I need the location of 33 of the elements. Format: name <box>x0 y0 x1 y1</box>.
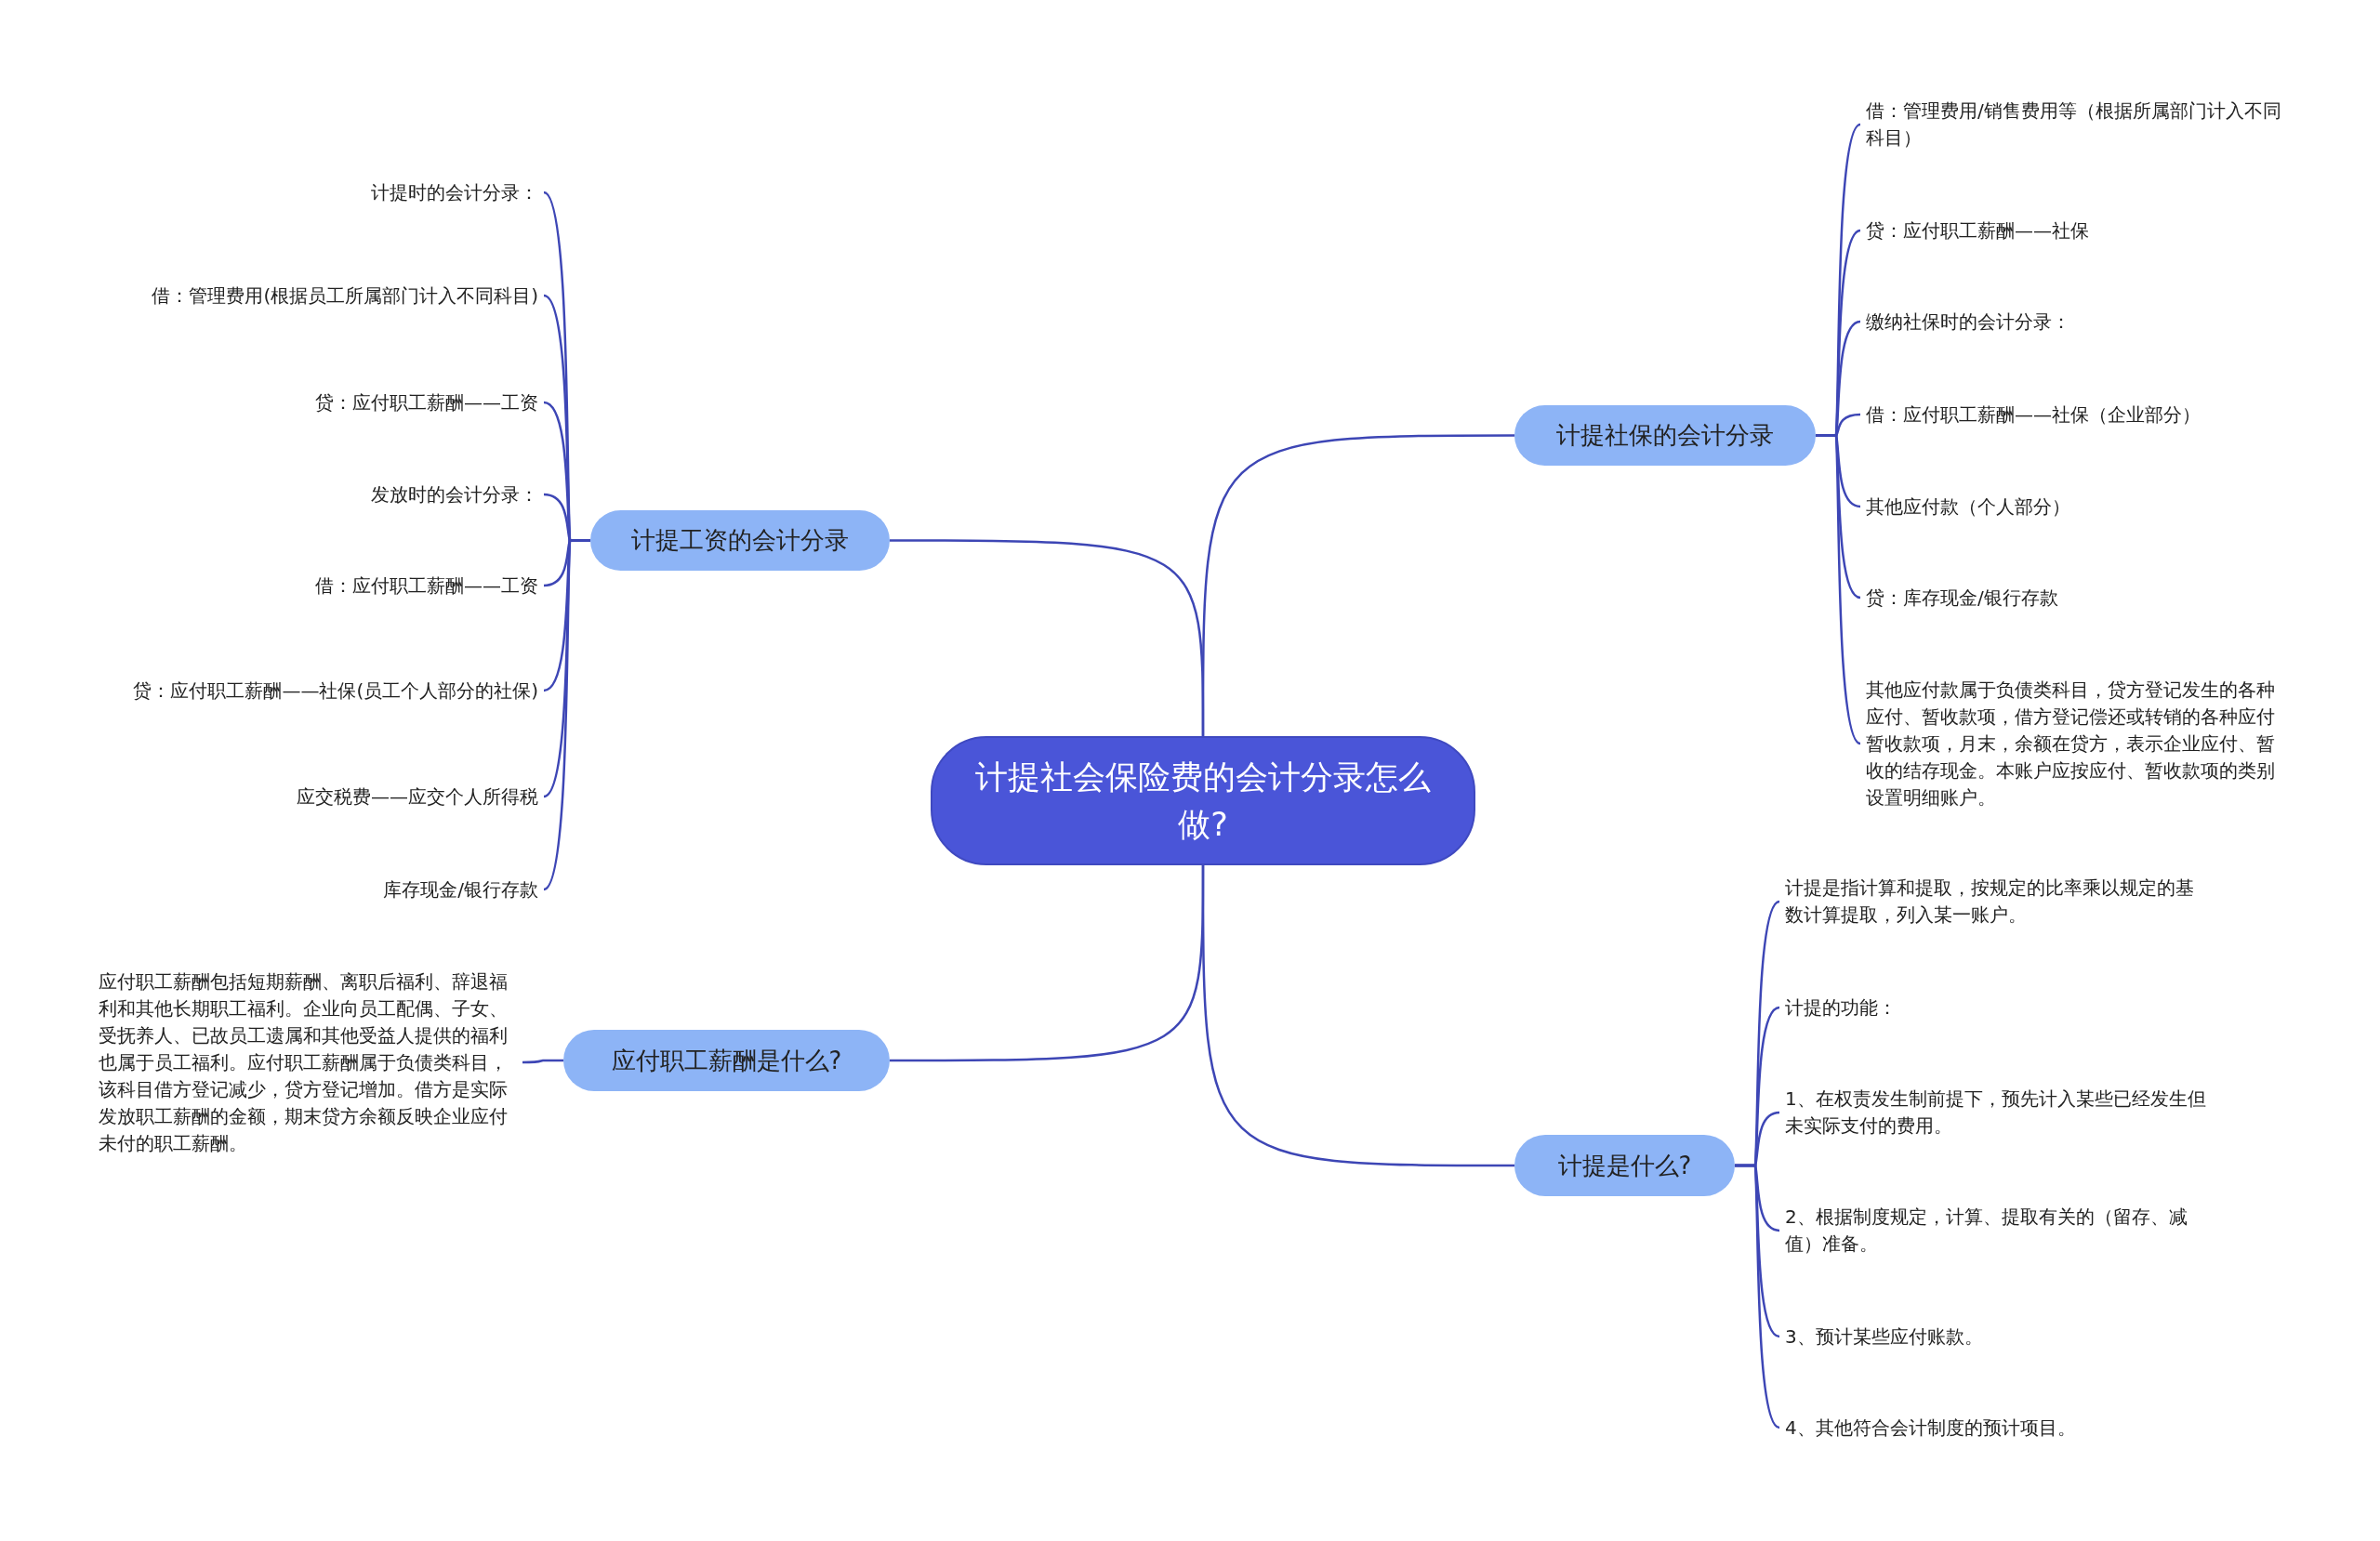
subtopic-text: 贷：应付职工薪酬——社保(员工个人部分的社保) <box>127 675 544 706</box>
subtopic-text: 贷：应付职工薪酬——工资 <box>310 387 544 418</box>
topic-node: 计提是什么? <box>1514 1135 1735 1196</box>
connector-line <box>1816 434 1861 744</box>
subtopic-text: 应交税费——应交个人所得税 <box>291 781 544 812</box>
subtopic-text: 其他应付款属于负债类科目，贷方登记发生的各种应付、暂收款项，借方登记偿还或转销的各种应付暂收款项，月末，余额在贷方，表示企业应付、暂收的结存现金。本账户应按应付、暂收款项的类别设置明细账户。 <box>1860 674 2297 813</box>
subtopic-text: 借：管理费用(根据员工所属部门计入不同科目) <box>146 280 544 311</box>
topic-node: 计提社保的会计分录 <box>1514 405 1816 466</box>
subtopic-text: 1、在权责发生制前提下，预先计入某些已经发生但未实际支付的费用。 <box>1779 1084 2216 1141</box>
subtopic-text: 2、根据制度规定，计算、提取有关的（留存、减值）准备。 <box>1779 1202 2216 1259</box>
connector-line <box>1735 1164 1780 1429</box>
connector-line <box>543 539 590 890</box>
subtopic-text: 贷：应付职工薪酬——社保 <box>1860 215 2095 246</box>
topic-node: 应付职工薪酬是什么? <box>563 1030 890 1091</box>
subtopic-text: 借：应付职工薪酬——社保（企业部分） <box>1860 399 2206 430</box>
subtopic-text: 计提的功能： <box>1779 992 1902 1023</box>
subtopic-text: 借：应付职工薪酬——工资 <box>310 570 544 601</box>
subtopic-text: 计提是指计算和提取，按规定的比率乘以规定的基数计算提取，列入某一账户。 <box>1779 873 2216 930</box>
subtopic-text: 借：管理费用/销售费用等（根据所属部门计入不同科目） <box>1860 96 2297 153</box>
topic-node: 计提工资的会计分录 <box>590 510 890 571</box>
subtopic-text: 贷：库存现金/银行存款 <box>1860 582 2064 613</box>
subtopic-text: 发放时的会计分录： <box>365 479 544 510</box>
subtopic-text: 计提时的会计分录： <box>365 177 544 208</box>
subtopic-text: 4、其他符合会计制度的预计项目。 <box>1779 1412 2082 1443</box>
central-topic: 计提社会保险费的会计分录怎么做? <box>931 736 1475 865</box>
connector-line <box>890 539 1205 736</box>
connector-line <box>1201 865 1514 1167</box>
subtopic-text: 库存现金/银行存款 <box>377 874 544 905</box>
subtopic-text: 缴纳社保时的会计分录： <box>1860 306 2076 337</box>
subtopic-text: 3、预计某些应付账款。 <box>1779 1321 1989 1352</box>
subtopic-text: 应付职工薪酬包括短期薪酬、离职后福利、辞退福利和其他长期职工福利。企业向员工配偶、子女、受抚养人、已故员工遗属和其他受益人提供的福利也属于员工福利。应付职工薪酬属于负债类科目，该科目借方登记减少，贷方登记增加。借方是实际发放职工薪酬的金额，期末贷方余额反映企业应付未付的职工薪酬。 <box>93 966 522 1159</box>
subtopic-text: 其他应付款（个人部分） <box>1860 491 2076 522</box>
connector-line <box>522 1059 563 1064</box>
